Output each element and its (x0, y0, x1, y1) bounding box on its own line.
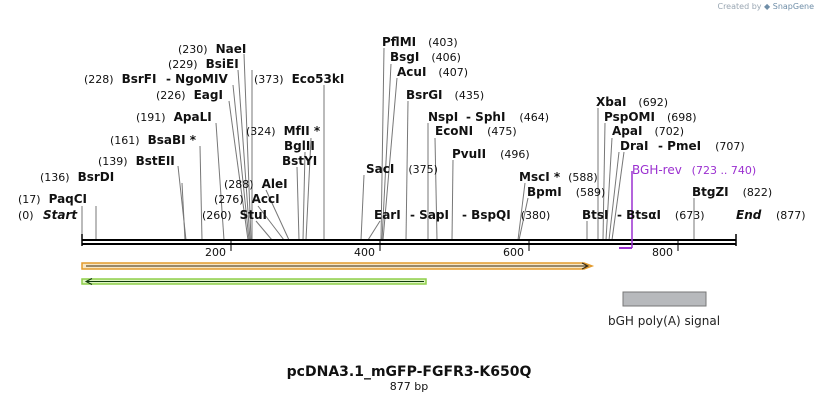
site-label-pflmi[interactable]: PflMI(403) (382, 35, 458, 49)
site-label-acci[interactable]: (276)AccI (214, 192, 280, 206)
scale-tick-label: 800 (652, 246, 673, 259)
site-label-naei[interactable]: (230)NaeI (178, 42, 246, 56)
site-label-bsgi[interactable]: BsgI(406) (390, 50, 461, 64)
site-label-bsrgi[interactable]: BsrGI(435) (406, 88, 484, 102)
end-label: End (736, 208, 762, 222)
site-label-eari[interactable]: EarI (374, 208, 401, 222)
credit-brand: SnapGene (772, 2, 814, 11)
site-label-pspomi[interactable]: PspOMI(698) (604, 110, 697, 124)
map-title: pcDNA3.1_mGFP-FGFR3-K650Q (287, 364, 532, 380)
site-label-bsrfi[interactable]: (228)BsrFI (84, 72, 156, 86)
site-label-eco53ki[interactable]: (373)Eco53kI (254, 72, 344, 86)
orange-feature[interactable] (81, 262, 595, 270)
primer-bgh-rev[interactable]: BGH-rev (723 .. 740) (619, 163, 756, 249)
site-label-ngomiv[interactable]: - NgoMIV (166, 72, 228, 86)
start-position: (0) (18, 209, 34, 222)
site-label-bsiei[interactable]: (229)BsiEI (168, 57, 239, 71)
site-label-btgzi[interactable]: BtgZI(822) (692, 185, 772, 199)
site-label-btsi[interactable]: BtsI (582, 208, 609, 222)
scale-tick-label: 200 (205, 246, 226, 259)
bgh-polya-feature[interactable]: bGH poly(A) signal (608, 291, 720, 328)
site-label-bstyi[interactable]: BstYI (282, 154, 317, 168)
map-length: 877 bp (390, 380, 428, 393)
svg-text:BGH-rev (723 .. 740): BGH-rev (723 .. 740) (632, 163, 756, 177)
primer-name: BGH-rev (632, 163, 682, 177)
connector-lines (81, 47, 695, 241)
site-label-mfli[interactable]: (324)MfII * (246, 124, 321, 138)
site-label-econi[interactable]: EcoNI(475) (435, 124, 517, 138)
site-label-apai[interactable]: ApaI(702) (612, 124, 684, 138)
scale-ticks: 200 400 600 800 (205, 240, 679, 259)
site-label-apali[interactable]: (191)ApaLI (136, 110, 212, 124)
bgh-polya-label: bGH poly(A) signal (608, 314, 720, 328)
site-label-alei[interactable]: (288)AleI (224, 177, 288, 191)
start-label: Start (43, 208, 78, 222)
green-feature[interactable] (81, 278, 427, 285)
site-label-btsai[interactable]: - BtsαI(673) (617, 208, 705, 222)
site-label-paqci[interactable]: (17)PaqCI (18, 192, 87, 206)
sequence-ends: (0) Start End (877) (18, 208, 806, 222)
site-label-drai[interactable]: DraI (620, 139, 648, 153)
site-label-pmei[interactable]: - PmeI(707) (658, 139, 745, 153)
site-label-bspqi[interactable]: - BspQI(380) (462, 208, 550, 222)
site-label-sphi[interactable]: - SphI(464) (466, 110, 549, 124)
site-label-sapi[interactable]: - SapI (410, 208, 449, 222)
site-label-bsteii[interactable]: (139)BstEII (98, 154, 175, 168)
snapgene-logo-icon: ◆ (764, 2, 771, 11)
snapgene-credit: Created by ◆ SnapGene (717, 2, 814, 11)
site-label-bsabi[interactable]: (161)BsaBI * (110, 133, 197, 147)
site-label-msci[interactable]: MscI *(588) (519, 170, 598, 184)
site-label-bsrdi[interactable]: (136)BsrDI (40, 170, 114, 184)
scale-tick-label: 400 (354, 246, 375, 259)
site-label-bglii[interactable]: BglII (284, 139, 315, 153)
credit-prefix: Created by (717, 2, 762, 11)
primer-range: (723 .. 740) (692, 164, 757, 177)
scale-tick-label: 600 (503, 246, 524, 259)
site-label-pvuii[interactable]: PvuII(496) (452, 147, 530, 161)
site-label-nspi[interactable]: NspI (428, 110, 458, 124)
site-label-xbai[interactable]: XbaI(692) (596, 95, 668, 109)
site-label-acui[interactable]: AcuI(407) (397, 65, 468, 79)
site-label-stui[interactable]: (260)StuI (202, 208, 267, 222)
site-label-eagi[interactable]: (226)EagI (156, 88, 223, 102)
end-position: (877) (776, 209, 806, 222)
restriction-sites: (17)PaqCI (136)BsrDI (139)BstEII (161)Bs… (18, 35, 772, 222)
site-label-saci[interactable]: SacI(375) (366, 162, 438, 176)
site-label-bpmi[interactable]: BpmI(589) (527, 185, 605, 199)
sequence-backbone[interactable] (81, 234, 737, 246)
